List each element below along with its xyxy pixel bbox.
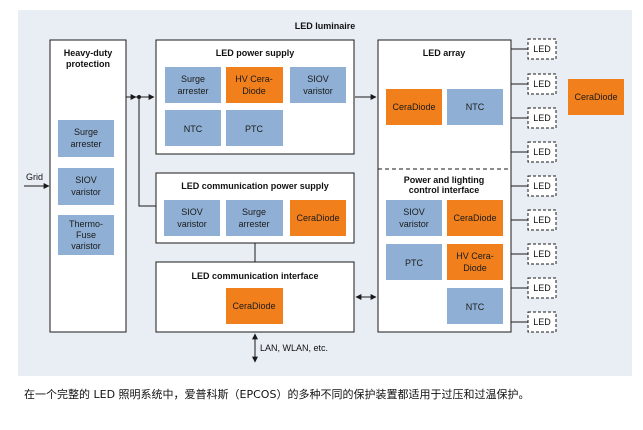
svg-text:HV Cera-: HV Cera- <box>456 251 494 261</box>
ntc-component: NTC <box>447 89 503 125</box>
svg-text:SIOV: SIOV <box>307 74 329 84</box>
led-lamp <box>511 38 557 60</box>
led-label: LED <box>533 147 551 157</box>
ceradiode-component: CeraDiode <box>290 200 346 236</box>
svg-text:CeraDiode: CeraDiode <box>392 102 435 112</box>
led-label: LED <box>533 249 551 259</box>
svg-text:Diode: Diode <box>242 86 266 96</box>
svg-text:varistor: varistor <box>71 187 101 197</box>
ptc-component: PTC <box>386 244 442 280</box>
led-lamp <box>511 73 557 95</box>
svg-text:arrester: arrester <box>238 219 269 229</box>
svg-text:Surge: Surge <box>181 74 205 84</box>
connection-lines <box>126 94 377 363</box>
power-lighting-title-line1: Power and lighting <box>404 175 485 185</box>
figure-caption: 在一个完整的 LED 照明系统中，爱普科斯（EPCOS）的多种不同的保护装置都适… <box>24 388 530 401</box>
svg-text:varistor: varistor <box>71 241 101 251</box>
heavy-duty-protection-block: Heavy-duty protection Surge arrester SIO… <box>49 39 127 333</box>
led-communication-power-supply-block: LED communication power supply SIOV vari… <box>155 172 355 244</box>
svg-text:varistor: varistor <box>399 219 429 229</box>
ptc-component: PTC <box>226 110 283 146</box>
led-label: LED <box>533 215 551 225</box>
svg-text:NTC: NTC <box>466 102 485 112</box>
svg-text:SIOV: SIOV <box>403 207 425 217</box>
heavy-duty-title-line2: protection <box>66 59 110 69</box>
svg-text:varistor: varistor <box>303 86 333 96</box>
led-communication-interface-block: LED communication interface CeraDiode <box>155 261 355 333</box>
power-supply-title: LED power supply <box>216 48 295 58</box>
ceradiode-component: CeraDiode <box>386 89 442 125</box>
led-lamp-labels: LED LED LED LED LED LED LED LED LED <box>533 44 551 327</box>
led-lamp-group <box>511 38 557 333</box>
comm-power-supply-title: LED communication power supply <box>181 181 329 191</box>
svg-text:PTC: PTC <box>245 124 264 134</box>
svg-text:SIOV: SIOV <box>181 207 203 217</box>
svg-text:HV Cera-: HV Cera- <box>235 74 273 84</box>
led-lamp <box>511 277 557 299</box>
led-lamp <box>511 243 557 265</box>
svg-text:Surge: Surge <box>242 207 266 217</box>
svg-text:arrester: arrester <box>70 139 101 149</box>
grid-label: Grid <box>26 172 43 182</box>
svg-text:SIOV: SIOV <box>75 175 97 185</box>
led-label: LED <box>533 181 551 191</box>
led-power-supply-block: LED power supply Surge arrester HV Cera-… <box>155 39 355 155</box>
ceradiode-component: CeraDiode <box>447 200 503 236</box>
power-lighting-control-interface-block: Power and lighting control interface SIO… <box>386 175 503 324</box>
diagram-title: LED luminaire <box>295 21 356 31</box>
svg-text:NTC: NTC <box>184 124 203 134</box>
led-label: LED <box>533 113 551 123</box>
led-array-title: LED array <box>423 48 466 58</box>
led-label: LED <box>533 79 551 89</box>
heavy-duty-title-line1: Heavy-duty <box>64 48 113 58</box>
ntc-component: NTC <box>165 110 221 146</box>
comm-interface-title: LED communication interface <box>191 271 318 281</box>
hv-ceradiode-component: HV Cera- Diode <box>447 244 503 280</box>
led-lamp <box>511 175 557 197</box>
ntc-component: NTC <box>447 288 503 324</box>
svg-text:Surge: Surge <box>74 127 98 137</box>
junction-dot <box>137 95 141 99</box>
led-lamp <box>511 209 557 231</box>
surge-arrester-component: Surge arrester <box>226 200 283 236</box>
siov-varistor-component: SIOV varistor <box>58 168 114 205</box>
svg-text:Fuse: Fuse <box>76 230 96 240</box>
led-label: LED <box>533 317 551 327</box>
led-label: LED <box>533 44 551 54</box>
siov-varistor-component: SIOV varistor <box>164 200 220 236</box>
ceradiode-component: CeraDiode <box>226 288 283 324</box>
network-label: LAN, WLAN, etc. <box>260 343 328 353</box>
hv-ceradiode-component: HV Cera- Diode <box>226 67 283 103</box>
svg-text:Thermo-: Thermo- <box>69 219 103 229</box>
led-lamp <box>511 311 557 333</box>
thermo-fuse-varistor-component: Thermo- Fuse varistor <box>58 215 114 255</box>
svg-text:CeraDiode: CeraDiode <box>453 213 496 223</box>
surge-arrester-component: Surge arrester <box>165 67 221 103</box>
surge-arrester-component: Surge arrester <box>58 120 114 157</box>
power-lighting-title-line2: control interface <box>409 185 480 195</box>
led-array-block: LED array CeraDiode NTC <box>377 39 512 333</box>
external-ceradiode-component: CeraDiode <box>568 79 624 115</box>
svg-text:CeraDiode: CeraDiode <box>296 213 339 223</box>
siov-varistor-component: SIOV varistor <box>290 67 346 103</box>
svg-text:arrester: arrester <box>177 86 208 96</box>
led-lamp <box>511 141 557 163</box>
svg-text:Diode: Diode <box>463 263 487 273</box>
svg-text:CeraDiode: CeraDiode <box>574 92 617 102</box>
led-lamp <box>511 107 557 129</box>
svg-text:CeraDiode: CeraDiode <box>232 301 275 311</box>
svg-text:varistor: varistor <box>177 219 207 229</box>
led-label: LED <box>533 283 551 293</box>
svg-text:NTC: NTC <box>466 302 485 312</box>
siov-varistor-component: SIOV varistor <box>386 200 442 236</box>
svg-text:PTC: PTC <box>405 258 424 268</box>
